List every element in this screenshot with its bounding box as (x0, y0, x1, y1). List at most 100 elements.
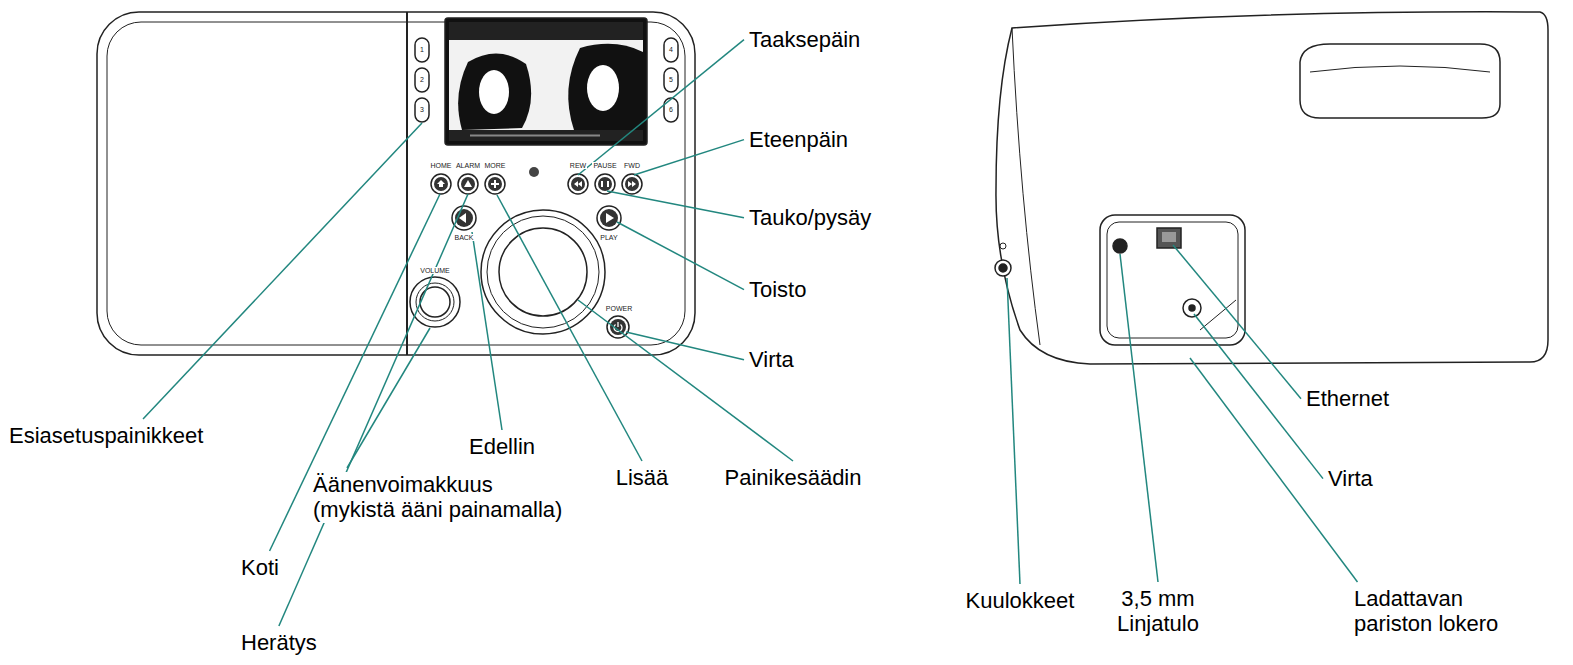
button-label: HOME (430, 162, 453, 169)
front-device-part (485, 174, 505, 194)
preset-number: 5 (668, 76, 674, 83)
front-device-part (499, 228, 587, 316)
front-device-part (415, 98, 429, 122)
leader-line (578, 40, 744, 175)
back-device-part (995, 260, 1011, 276)
front-device-part (664, 38, 678, 62)
leader-line (1194, 314, 1323, 479)
back-device-part (1107, 222, 1238, 338)
front-device-part (431, 174, 451, 194)
front-device-part (434, 177, 448, 191)
callout-label: Lisää (615, 465, 670, 490)
front-device-part (598, 177, 612, 191)
leader-line (279, 194, 468, 626)
preset-number: 4 (668, 46, 674, 53)
front-device-part (664, 68, 678, 92)
callout-label: Virta (1327, 466, 1374, 491)
front-device-part (458, 174, 478, 194)
front-device-part (470, 135, 600, 137)
front-device-part (97, 12, 695, 355)
leader-line (497, 195, 642, 461)
front-device-part (491, 180, 499, 188)
front-device-part (622, 174, 642, 194)
front-device-part (415, 38, 429, 62)
front-device-part (529, 167, 539, 177)
front-device-part (410, 277, 460, 327)
back-device-part (1310, 66, 1490, 72)
preset-number: 6 (668, 106, 674, 113)
front-device-part (625, 177, 639, 191)
front-device-part (607, 316, 629, 338)
back-device (995, 12, 1548, 364)
button-label: VOLUME (419, 267, 451, 274)
front-device-part (445, 18, 647, 145)
front-device-part (606, 213, 614, 223)
callout-label: Ethernet (1305, 386, 1390, 411)
leader-line (634, 140, 744, 175)
callout-label: Koti (240, 555, 280, 580)
front-device-part (464, 180, 472, 187)
button-label: MORE (484, 162, 507, 169)
front-device-part (600, 209, 618, 227)
back-device-part (1189, 305, 1195, 311)
front-device-part (488, 177, 502, 191)
front-device-part (664, 98, 678, 122)
front-device-part (420, 287, 450, 317)
leader-line (143, 123, 422, 419)
leader-line (626, 332, 744, 360)
callout-label: Taaksepäin (748, 27, 861, 52)
callout-label: Ladattavan pariston lokero (1353, 586, 1515, 637)
front-device-part (415, 68, 429, 92)
callout-label: Virta (748, 347, 795, 372)
back-device-part (1113, 239, 1127, 253)
back-device-part (1183, 299, 1201, 317)
front-device-part (487, 216, 599, 328)
front-device-part (437, 180, 445, 187)
callout-label: Kuulokkeet (965, 588, 1076, 613)
back-device-part (1300, 44, 1500, 118)
front-device-part (481, 210, 605, 334)
front-device-part (568, 174, 588, 194)
front-device-part (449, 130, 643, 141)
callout-label: Toisto (748, 277, 807, 302)
front-device-part (574, 181, 582, 187)
front-device-part (452, 206, 476, 230)
back-device-part (1100, 215, 1245, 345)
front-device (97, 12, 695, 355)
front-device-part (571, 177, 585, 191)
back-device-part (1012, 28, 1040, 345)
front-device-part (458, 53, 531, 130)
button-label: FWD (623, 162, 641, 169)
leader-line (607, 191, 744, 218)
button-label: ALARM (455, 162, 481, 169)
callout-label: 3,5 mm Linjatulo (1107, 586, 1209, 637)
front-device-part (597, 206, 621, 230)
leader-line (472, 232, 502, 430)
front-device-part (449, 22, 643, 40)
callout-label: Edellin (468, 434, 536, 459)
front-device-part (406, 12, 408, 355)
leader-line (1007, 278, 1020, 584)
front-device-part (416, 283, 454, 321)
preset-number: 2 (419, 76, 425, 83)
front-device-part (568, 44, 643, 130)
button-label: POWER (605, 305, 633, 312)
front-device-part (587, 65, 619, 111)
preset-number: 3 (419, 106, 425, 113)
callout-label: Esiasetuspainikkeet (8, 423, 204, 448)
front-device-part (628, 181, 636, 187)
leader-line (1120, 254, 1158, 582)
leader-line (347, 328, 430, 468)
back-device-part (999, 264, 1007, 272)
callout-label: Herätys (240, 630, 318, 655)
button-label: BACK (453, 234, 474, 241)
button-label: PLAY (599, 234, 618, 241)
button-label: REW (569, 162, 587, 169)
front-device-part (479, 70, 509, 114)
front-device-part (449, 22, 643, 141)
front-device-part (610, 319, 626, 335)
back-device-part (1157, 228, 1181, 248)
preset-number: 1 (419, 46, 425, 53)
